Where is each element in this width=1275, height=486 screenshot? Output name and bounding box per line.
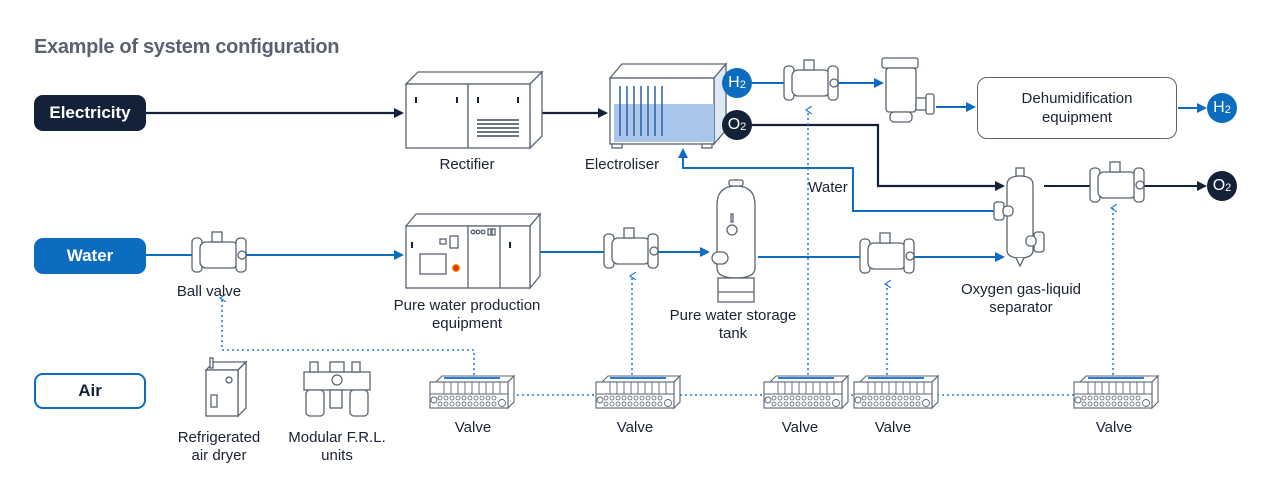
o2-line-1 [752,123,1005,191]
water-valve-icon-2 [859,232,915,274]
refrigerated-air-dryer-icon [204,357,248,418]
pure-water-storage-label-line1: Pure water storage [669,307,797,324]
frl-label-line1: Modular F.R.L. [288,429,386,446]
valve-label-5: Valve [1095,419,1133,436]
ball-valve-icon [191,231,247,273]
manifold-valve-icon-3 [763,374,850,410]
refrigerated-dryer-label: Refrigerated air dryer [178,429,261,465]
valve-label-3: Valve [781,419,819,436]
oxygen-separator-label-line1: Oxygen gas-liquid [960,281,1082,298]
electroliser-icon [608,62,728,149]
dehumidification-label-line2: equipment [1041,109,1113,126]
dehumidification-equipment-box[interactable]: Dehumidification equipment [977,77,1177,139]
electroliser-label: Electroliser [584,156,660,173]
pure-water-production-label: Pure water production equipment [394,297,541,333]
manifold-valve-icon-4 [853,374,940,410]
source-air[interactable]: Air [34,373,146,409]
modular-frl-units-icon [303,361,371,417]
h2-symbol: H [728,74,740,91]
water-return-label: Water [808,179,848,196]
pure-water-storage-label-line2: tank [718,325,748,342]
o2-symbol: O [1212,177,1226,194]
pure-water-production-label-line1: Pure water production [393,297,541,314]
h2-filter-icon [881,57,935,123]
oxygen-separator-icon [993,167,1045,268]
oxygen-separator-label-line2: separator [989,299,1053,316]
air-lines [222,110,1113,396]
o2-symbol: O [727,116,741,133]
valve-label-1: Valve [454,419,492,436]
o2-valve-icon [1089,161,1145,203]
manifold-valve-icon-5 [1073,374,1160,410]
h2-subscript: 2 [739,79,746,91]
pure-water-storage-tank-icon [711,179,756,303]
o2-subscript: 2 [740,121,747,133]
h2-valve-icon [783,59,839,101]
oxygen-separator-label: Oxygen gas-liquid separator [961,281,1081,317]
ball-valve-label: Ball valve [176,283,242,300]
source-electricity[interactable]: Electricity [34,95,146,131]
air-line-ball-valve [222,298,475,380]
manifold-valve-icon-1 [429,374,516,410]
pure-water-storage-label: Pure water storage tank [670,307,797,343]
pure-water-production-icon [404,212,542,290]
valve-label-2: Valve [616,419,654,436]
water-valve-icon-1 [603,227,659,269]
valve-label-4: Valve [874,419,912,436]
rectifier-label: Rectifier [439,156,495,173]
h2-symbol: H [1213,99,1225,116]
source-water[interactable]: Water [34,238,146,274]
dehumidification-label-line1: Dehumidification [1021,90,1133,107]
frl-units-label: Modular F.R.L. units [288,429,386,465]
frl-label-line2: units [321,447,353,464]
refrigerated-dryer-label-line2: air dryer [191,447,247,464]
o2-subscript: 2 [1225,182,1232,194]
water-return-line [678,148,995,212]
h2-subscript: 2 [1224,104,1231,116]
refrigerated-dryer-label-line1: Refrigerated [177,429,261,446]
rectifier-icon [404,70,544,150]
pure-water-production-label-line2: equipment [431,315,503,332]
manifold-valve-icon-2 [595,374,682,410]
diagram-title: Example of system configuration [34,36,340,58]
